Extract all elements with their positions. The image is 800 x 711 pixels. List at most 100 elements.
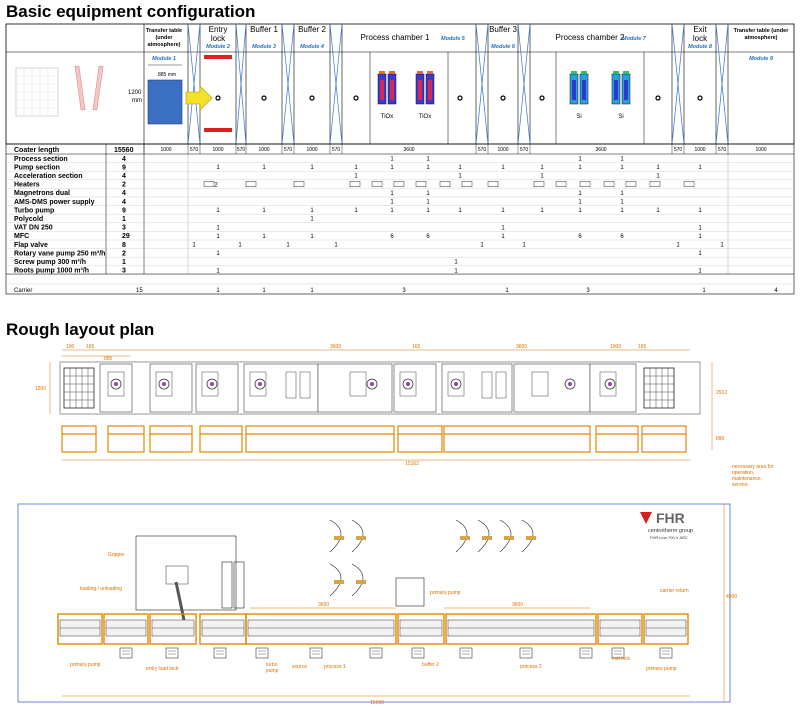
pump-icon [213,647,227,659]
pump-icon [309,647,323,659]
module-buffer-2: Buffer 2 Module 4 [298,25,326,101]
substrate-size-v2: mm [132,98,142,104]
table-mark: 1 [720,243,724,249]
module-process-chamber-2: Process chamber 2 Module 7 Si Si [539,33,661,144]
carrier-cell: 1 [262,288,266,294]
table-row-label: Pump section [14,164,60,171]
table-mark: 1 [354,165,358,171]
cabinet-icon [477,519,490,553]
table-mark: 1 [216,225,220,231]
necessary-area-2: operation, [732,470,754,476]
label-exit-lock: exit lock [612,656,631,662]
table-mark: 6 [426,234,430,240]
table-mark: 1 [262,165,266,171]
svg-text:Module 2: Module 2 [206,44,230,50]
table-mark: 1 [310,208,314,214]
table-mark: 1 [501,225,505,231]
table-mark: 1 [216,251,220,257]
table-mark: 1 [578,165,582,171]
cabinet-icon [329,563,342,597]
table-mark: 6 [390,234,394,240]
table-mark: 1 [578,200,582,206]
label-primary-pump-right: primary pump [646,666,677,672]
table-row-label: Turbo pump [14,207,54,214]
heater-box [603,181,615,188]
svg-text:lock: lock [211,34,226,43]
support-frame [245,425,395,453]
svg-text:Exit: Exit [693,25,707,34]
coater-label: Coater length [14,147,59,154]
table-row-label: Flap valve [14,242,48,249]
table-mark: 1 [656,208,660,214]
pump-icon [519,647,533,659]
pump-icon [579,647,593,659]
table-mark: 1 [501,165,505,171]
table-row-label: Polycold [14,216,43,223]
svg-text:Buffer 1: Buffer 1 [250,25,278,34]
floor-total-dim: 15160 [370,700,384,706]
svg-text:lock: lock [693,34,708,43]
table-mark: 1 [656,174,660,180]
pump-icon [119,647,133,659]
transfer-right-title-1: Transfer table (under [734,28,790,34]
chamber-outline [317,363,393,413]
carrier-cell: 1 [505,288,509,294]
top-dimensions [62,349,690,357]
svg-text:Module 4: Module 4 [300,44,324,50]
table-mark: 1 [540,174,544,180]
table-mark: 1 [426,200,430,206]
table-mark: 6 [578,234,582,240]
coater-cell: 570 [332,147,341,153]
pump-icon [411,647,425,659]
pump-icon [165,647,179,659]
coater-cell: 1000 [160,147,171,153]
heater-box [625,181,637,188]
robot-cell [135,535,245,621]
coater-cell: 570 [674,147,683,153]
svg-text:centrotherm group: centrotherm group [648,528,693,534]
coater-cell: 1000 [306,147,317,153]
table-mark: 1 [454,260,458,266]
table-row-value: 2 [122,182,126,189]
transfer-grid-right [643,367,675,409]
line-segment [445,613,597,645]
pump-icon [255,647,269,659]
svg-text:Module 8: Module 8 [688,44,713,50]
carrier-cell: 3 [586,288,590,294]
heater-box [555,181,567,188]
svg-text:FHR: FHR [656,510,685,526]
label-primary-pump-left: primary pump [70,662,101,668]
necessary-area-svg: necessary area for operation, maintenanc… [732,464,774,488]
top-height-1: 1200 [35,386,46,392]
cabinet-icon [499,519,512,553]
coater-cell: 1000 [258,147,269,153]
coater-cell: 1000 [497,147,508,153]
transfer-grid-left [63,367,95,409]
cabinet-icon [521,519,534,553]
table-mark: 1 [698,208,702,214]
pump-icon [369,647,383,659]
heater-box [461,181,473,188]
table-mark: 1 [390,165,394,171]
support-frame [61,425,97,453]
label-turbo-pump-1: turbo [266,662,278,668]
svg-text:Process chamber 1: Process chamber 1 [361,33,430,42]
fhr-logo: FHR centrotherm group FHR.Line.700.V ARC [640,510,698,540]
support-frame [149,425,193,453]
svg-text:Process chamber 2: Process chamber 2 [556,33,625,42]
table-mark: 1 [522,243,526,249]
table-row-value: 9 [122,164,126,171]
support-frame [107,425,145,453]
carrier-cell: 1 [702,288,706,294]
heater-box [415,181,427,188]
table-mark: 1 [620,191,624,197]
transfer-left-title-1: Transfer table [146,28,182,34]
floor-area-frame [17,503,731,703]
table-row-value: 3 [122,268,126,275]
table-mark: 1 [698,165,702,171]
floor-dim-2: 3600 [512,602,523,608]
table-mark: 1 [458,165,462,171]
support-frame [443,425,591,453]
table-mark: 1 [698,225,702,231]
top-dim: 165 [86,344,95,350]
